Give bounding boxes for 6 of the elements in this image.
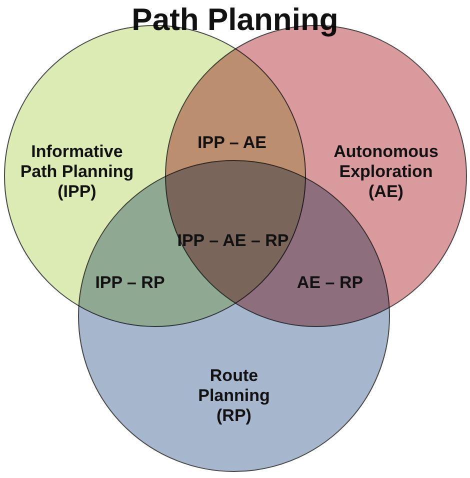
set-label: Route Planning (RP)	[197, 366, 271, 426]
intersection-label: IPP – RP	[95, 273, 165, 293]
intersection-label: IPP – AE	[198, 133, 266, 153]
set-label: Informative Path Planning (IPP)	[19, 142, 135, 202]
intersection-label: AE – RP	[296, 273, 364, 293]
set-label: Autonomous Exploration (AE)	[332, 142, 440, 202]
